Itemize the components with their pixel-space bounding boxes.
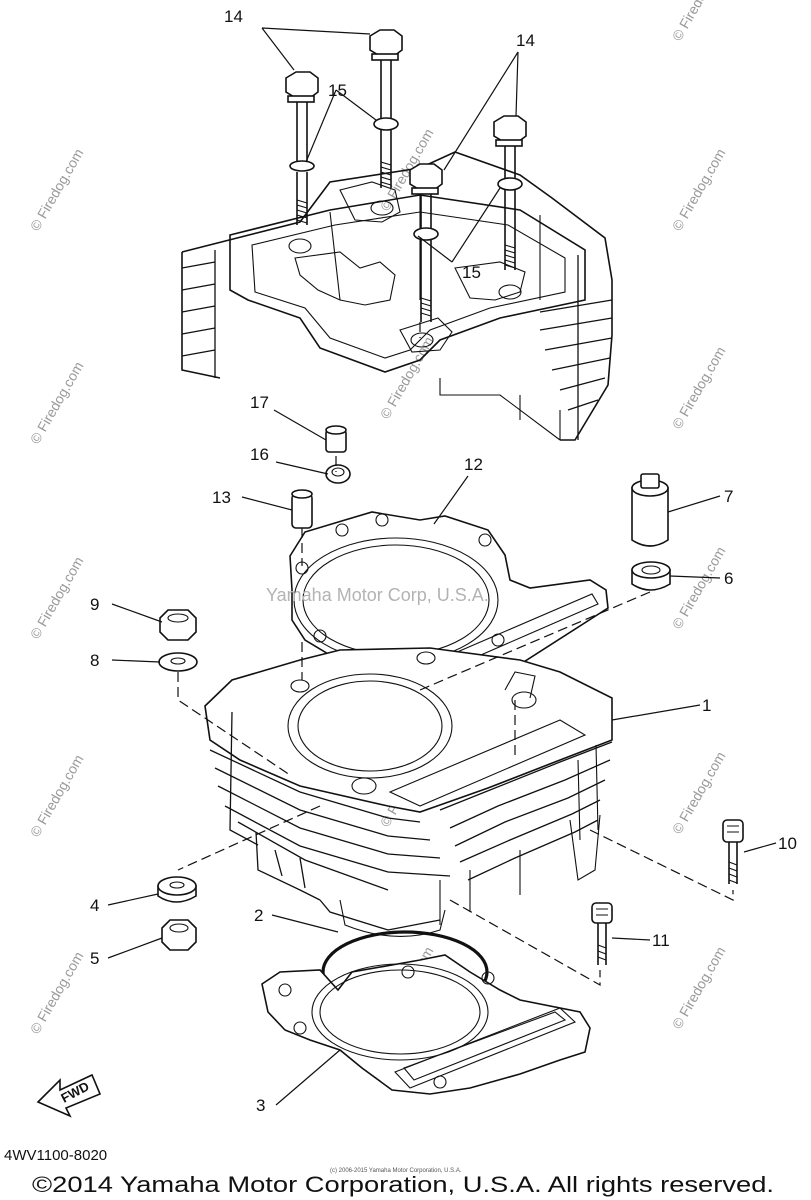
- small-print: (c) 2006-2015 Yamaha Motor Corporation, …: [330, 1168, 462, 1174]
- callout-16: 16: [250, 445, 269, 464]
- callout-6: 6: [724, 569, 733, 588]
- leader-lines: [107, 27, 777, 1106]
- watermark-left-3: © Firedog.com: [27, 554, 87, 642]
- washer-8: [158, 652, 198, 672]
- cylinder-block: [204, 647, 613, 937]
- callout-5: 5: [90, 949, 99, 968]
- watermark-left-1: © Firedog.com: [27, 146, 87, 234]
- watermark-right-2: © Firedog.com: [669, 146, 729, 234]
- cylinder-head: [181, 151, 613, 441]
- watermark-right-5: © Firedog.com: [669, 749, 729, 837]
- alignment-lines: [177, 322, 734, 987]
- head-bolts: [285, 29, 527, 322]
- watermark-left-2: © Firedog.com: [27, 359, 87, 447]
- callout-11: 11: [652, 931, 670, 950]
- dowel-13: [291, 489, 313, 529]
- head-bolt-a: [285, 71, 319, 225]
- callout-15-lower: 15: [462, 263, 481, 282]
- callout-8: 8: [90, 651, 99, 670]
- dowel-17: [325, 425, 347, 453]
- collar-7: [631, 473, 669, 547]
- oring-16: [325, 464, 351, 484]
- washer-4: [157, 876, 197, 903]
- callout-2: 2: [254, 906, 263, 925]
- callout-13: 13: [212, 488, 231, 507]
- part-code: 4WV1100-8020: [4, 1147, 107, 1164]
- head-bolt-b: [369, 29, 403, 188]
- callout-10: 10: [778, 834, 797, 853]
- callout-12: 12: [464, 455, 483, 474]
- callout-4: 4: [90, 896, 99, 915]
- head-bolt-d: [409, 163, 443, 322]
- watermark-right-6: © Firedog.com: [669, 944, 729, 1032]
- watermark-right-3: © Firedog.com: [669, 344, 729, 432]
- callout-17: 17: [250, 393, 269, 412]
- callout-3: 3: [256, 1096, 265, 1115]
- callout-14-top-left: 14: [224, 7, 243, 26]
- callout-7: 7: [724, 487, 733, 506]
- watermark-left-5: © Firedog.com: [27, 949, 87, 1037]
- callout-1: 1: [702, 696, 711, 715]
- watermark-left-4: © Firedog.com: [27, 752, 87, 840]
- callout-15-upper: 15: [328, 81, 347, 100]
- nut-9: [159, 609, 197, 641]
- seal-6: [631, 561, 671, 591]
- nut-5: [161, 919, 197, 951]
- base-gasket: [261, 954, 591, 1095]
- center-watermark: Yamaha Motor Corp, U.S.A.: [266, 585, 489, 605]
- watermark-right-4: © Firedog.com: [669, 544, 729, 632]
- watermark-right-1: © Firedog.com: [669, 0, 729, 43]
- watermark-mid-2: © Firedog.com: [377, 334, 437, 422]
- callouts: 14 14 15 15 17 16 13 12 7 6 9 8 1 10 4 2…: [90, 7, 797, 1115]
- bolt-11: [591, 902, 613, 965]
- callout-14-top-right: 14: [516, 31, 535, 50]
- copyright-notice: ©2014 Yamaha Motor Corporation, U.S.A. A…: [32, 1172, 774, 1197]
- fwd-arrow-icon: FWD: [36, 1073, 102, 1118]
- bolt-10: [722, 819, 744, 884]
- head-bolt-c: [493, 115, 527, 270]
- callout-9: 9: [90, 595, 99, 614]
